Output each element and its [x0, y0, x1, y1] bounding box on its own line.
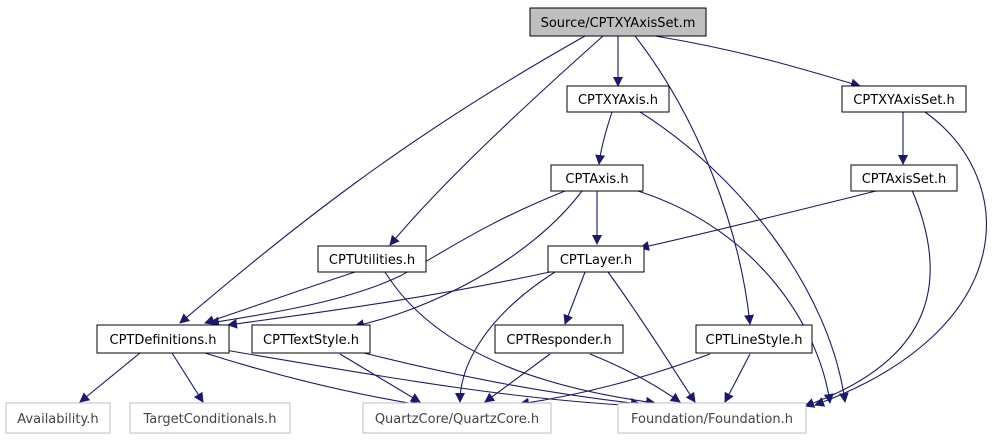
- node-availability-label: Availability.h: [17, 412, 98, 427]
- edge-definitions-to-targetconditionals: [171, 352, 204, 403]
- node-definitions-label: CPTDefinitions.h: [110, 333, 217, 348]
- edge-root-to-xyaxisset: [654, 35, 861, 89]
- node-layer-label: CPTLayer.h: [560, 253, 632, 268]
- edge-textstyle-to-quartzcore: [339, 353, 421, 403]
- edge-definitions-to-availability: [79, 352, 141, 403]
- node-foundation[interactable]: Foundation/Foundation.h: [617, 402, 807, 434]
- node-definitions[interactable]: CPTDefinitions.h: [96, 324, 230, 354]
- node-quartzcore[interactable]: QuartzCore/QuartzCore.h: [362, 402, 552, 434]
- node-root-label: Source/CPTXYAxisSet.m: [541, 16, 696, 31]
- edge-layer-to-foundation: [607, 271, 696, 403]
- edge-linestyle-to-foundation: [724, 353, 751, 403]
- edge-xyaxis-to-foundation: [639, 111, 849, 403]
- node-responder-label: CPTResponder.h: [506, 333, 611, 348]
- node-responder[interactable]: CPTResponder.h: [494, 324, 624, 354]
- node-availability[interactable]: Availability.h: [5, 402, 111, 434]
- edge-responder-to-foundation: [589, 353, 681, 403]
- node-xyaxis[interactable]: CPTXYAxis.h: [566, 85, 670, 113]
- node-foundation-label: Foundation/Foundation.h: [631, 412, 793, 427]
- edge-xyaxis-to-axis: [595, 111, 613, 165]
- edge-utilities-to-foundation: [384, 271, 656, 407]
- node-linestyle[interactable]: CPTLineStyle.h: [695, 324, 813, 354]
- edge-axisset-to-foundation: [804, 189, 931, 408]
- node-targetconditionals[interactable]: TargetConditionals.h: [129, 402, 291, 434]
- edge-definitions-to-foundation: [224, 349, 641, 411]
- edge-layer-to-definitions: [227, 271, 551, 329]
- edge-axis-to-foundation: [637, 190, 834, 404]
- node-utilities[interactable]: CPTUtilities.h: [317, 245, 427, 273]
- edge-root-to-linestyle: [634, 35, 755, 325]
- node-textstyle[interactable]: CPTTextStyle.h: [251, 324, 371, 354]
- edge-layer-to-quartzcore: [455, 271, 556, 403]
- edge-linestyle-to-quartzcore: [519, 353, 711, 408]
- edge-xyaxisset-to-foundation: [814, 111, 987, 407]
- edge-layer-to-responder: [563, 271, 586, 325]
- edge-axisset-to-layer: [639, 189, 881, 251]
- node-layer[interactable]: CPTLayer.h: [547, 245, 645, 273]
- node-axisset[interactable]: CPTAxisSet.h: [850, 164, 958, 192]
- node-axisset-label: CPTAxisSet.h: [862, 172, 947, 187]
- node-textstyle-label: CPTTextStyle.h: [263, 333, 359, 348]
- node-xyaxisset-label: CPTXYAxisSet.h: [853, 93, 954, 108]
- node-utilities-label: CPTUtilities.h: [329, 253, 415, 268]
- edge-root-to-definitions: [179, 35, 586, 324]
- edge-definitions-to-quartzcore: [204, 352, 421, 409]
- node-linestyle-label: CPTLineStyle.h: [706, 333, 803, 348]
- edge-axis-to-textstyle: [354, 190, 583, 330]
- node-quartzcore-label: QuartzCore/QuartzCore.h: [375, 412, 539, 427]
- edge-responder-to-quartzcore: [484, 353, 551, 403]
- dependency-nodes: Source/CPTXYAxisSet.m CPTXYAxis.h CPTXYA…: [5, 7, 967, 434]
- edge-utilities-to-definitions: [204, 271, 356, 325]
- edge-textstyle-to-foundation: [359, 351, 641, 408]
- node-root[interactable]: Source/CPTXYAxisSet.m: [529, 7, 707, 37]
- edge-axis-to-definitions: [209, 190, 566, 327]
- edge-root-to-utilities: [389, 35, 604, 246]
- node-axis-label: CPTAxis.h: [565, 172, 628, 187]
- node-axis[interactable]: CPTAxis.h: [550, 164, 644, 192]
- node-xyaxisset[interactable]: CPTXYAxisSet.h: [841, 85, 967, 113]
- node-xyaxis-label: CPTXYAxis.h: [578, 93, 658, 108]
- dependency-edges: [79, 35, 987, 411]
- node-targetconditionals-label: TargetConditionals.h: [143, 412, 277, 427]
